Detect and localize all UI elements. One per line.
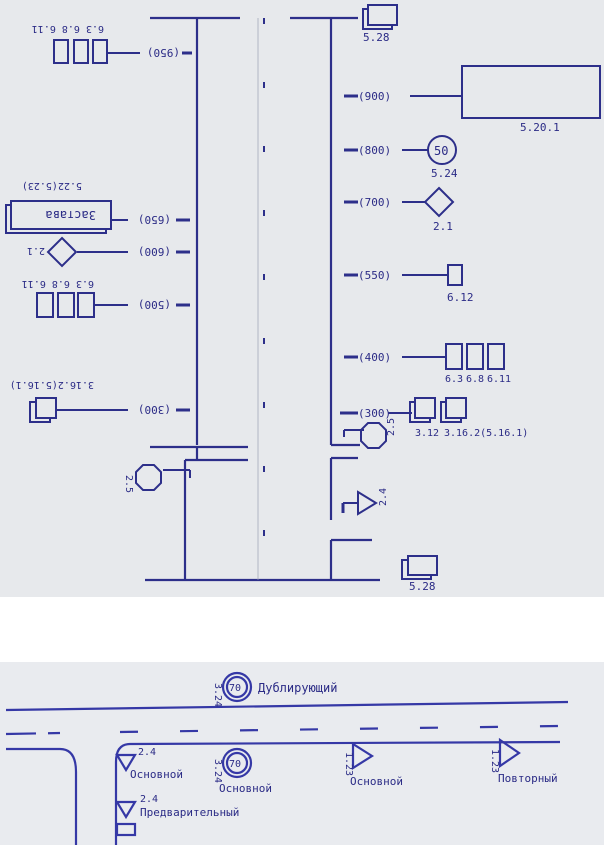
sign-speed-duplicating <box>221 671 253 703</box>
sign-2-1-left <box>46 236 78 268</box>
sign-6-8-left <box>57 292 75 318</box>
bottom-diagram: 70 3.24 Дублирующий 70 3.24 Основной 2.4… <box>5 671 569 845</box>
label-3-16-2: 3.16.2(5.16.1) <box>444 428 528 439</box>
label-6-12: 6.12 <box>447 291 474 304</box>
dist-700: (700) <box>358 196 391 209</box>
label-6-8-right: 6.8 <box>466 374 484 385</box>
top-diagram-panel: 5.28 (900) 5.20.1 (800) 50 5.24 (700) 2.… <box>0 0 604 597</box>
sign-speed-main-inner <box>225 751 249 775</box>
sign-2-4-preliminary <box>115 800 137 820</box>
sign-5-28-bottom <box>407 555 438 576</box>
sign-3-16-2 <box>445 397 467 419</box>
dist-400: (400) <box>358 351 391 364</box>
dist-300-left: (300) <box>138 403 171 416</box>
label-left-mid-codes: 6.3 6.8 6.11 <box>22 278 94 289</box>
label-5-22: 5.22(5.23) <box>22 180 82 191</box>
sign-6-3-left-top <box>53 39 69 64</box>
sign-2-5-left <box>135 464 162 491</box>
label-2-1-left: 2.1 <box>27 245 45 256</box>
label-preliminary: Предварительный <box>140 806 239 819</box>
dist-900: (900) <box>358 90 391 103</box>
sign-6-11-left <box>77 292 95 318</box>
sign-6-3-right <box>445 343 463 370</box>
code-2-4-second: 2.4 <box>140 794 158 805</box>
label-6-11-right: 6.11 <box>487 374 511 385</box>
sign-5-20-1 <box>461 65 601 119</box>
sign-2-4-main <box>115 753 137 773</box>
road-bottom-edge <box>114 740 561 845</box>
speed-value-top: 70 <box>229 683 241 694</box>
sign-speed-duplicating-inner <box>225 675 249 699</box>
sign-6-11-left-top <box>92 39 108 64</box>
label-2-4-right: 2.4 <box>378 488 389 506</box>
sign-2-1-right <box>423 186 455 218</box>
sign-5-28-top <box>367 4 398 26</box>
dist-600: (600) <box>138 245 171 258</box>
sign-5-24-speed <box>427 135 457 165</box>
dist-650: (650) <box>138 213 171 226</box>
code-3-24-top: 3.24 <box>212 683 223 707</box>
sign-6-8-left-top <box>73 39 89 64</box>
sign-6-8-right <box>466 343 484 370</box>
sign-1-23-main <box>351 742 375 770</box>
sign-2-5-right <box>360 422 387 449</box>
label-5-28-top: 5.28 <box>363 31 390 44</box>
label-main-right: Основной <box>350 775 403 788</box>
sign-distance-plate <box>115 822 137 837</box>
code-1-23-first: 1.23 <box>343 752 354 776</box>
dist-550: (550) <box>358 269 391 282</box>
sign-3-16-2-left <box>35 397 57 419</box>
road-center-left <box>5 731 61 736</box>
road-center-dashed <box>119 724 561 734</box>
dist-950: (950) <box>147 46 180 59</box>
label-main-speed: Основной <box>219 782 272 795</box>
code-2-4-first: 2.4 <box>138 747 156 758</box>
sign-2-4-right <box>357 490 378 516</box>
sign-6-11-right <box>487 343 505 370</box>
label-duplicating: Дублирующий <box>258 681 337 695</box>
code-1-23-second: 1.23 <box>489 749 500 773</box>
label-2-5-right: 2.5 <box>386 418 397 436</box>
label-2-1-right: 2.1 <box>433 220 453 233</box>
road-top-edge <box>5 700 569 712</box>
bottom-diagram-panel: 70 3.24 Дублирующий 70 3.24 Основной 2.4… <box>0 662 604 845</box>
dist-300-right: (300) <box>358 407 391 420</box>
speed-value-right: 50 <box>434 144 448 158</box>
label-left-top-codes: 6.3 6.8 6.11 <box>32 23 104 34</box>
speed-value-bottom: 70 <box>229 759 241 770</box>
label-5-20-1: 5.20.1 <box>520 121 560 134</box>
code-3-24-bottom: 3.24 <box>212 759 223 783</box>
label-main-left: Основной <box>130 768 183 781</box>
sign-zastava <box>10 200 112 230</box>
label-zastava: Застава <box>45 208 96 222</box>
sign-6-12 <box>447 264 463 286</box>
label-2-5-left: 2.5 <box>123 475 134 493</box>
label-repeat: Повторный <box>498 772 558 785</box>
label-6-3-right: 6.3 <box>445 374 463 385</box>
sign-6-3-left <box>36 292 54 318</box>
label-3-12: 3.12 <box>415 428 439 439</box>
road-left-curve <box>6 747 78 845</box>
label-5-28-bottom: 5.28 <box>409 580 436 593</box>
sign-1-23-repeat <box>498 737 521 769</box>
top-diagram: 5.28 (900) 5.20.1 (800) 50 5.24 (700) 2.… <box>5 4 601 593</box>
sign-speed-main <box>221 747 253 779</box>
label-left-bottom-codes: 3.16.2(5.16.1) <box>10 379 94 390</box>
sign-3-12 <box>414 397 436 419</box>
label-5-24: 5.24 <box>431 167 458 180</box>
dist-500: (500) <box>138 298 171 311</box>
dist-800: (800) <box>358 144 391 157</box>
